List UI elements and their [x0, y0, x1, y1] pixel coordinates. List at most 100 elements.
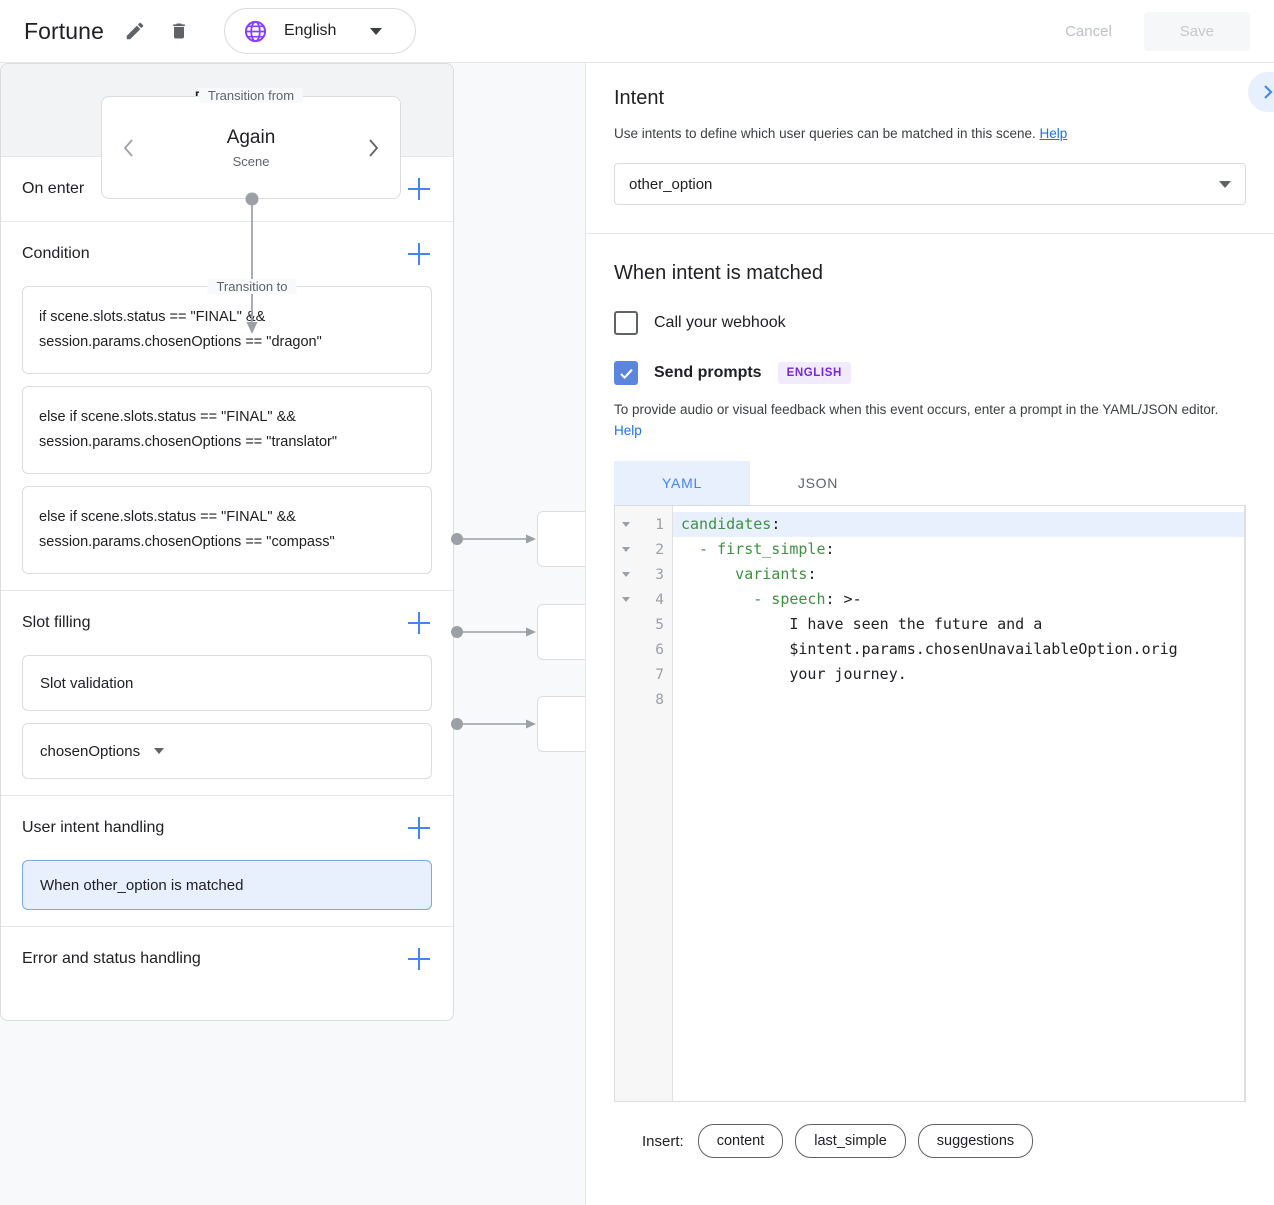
delete-scene-button[interactable]: [162, 14, 196, 48]
code-line: candidates:: [673, 512, 1245, 537]
transition-from-type: Scene: [232, 153, 270, 169]
code-line: your journey.: [673, 662, 1245, 687]
line-number: 3: [655, 566, 664, 583]
add-intent-handler-button[interactable]: [406, 815, 432, 841]
page-title: Fortune: [24, 17, 104, 44]
condition-connector-3: [451, 718, 536, 730]
condition-item[interactable]: if scene.slots.status == "FINAL" && sess…: [22, 286, 432, 374]
yaml-code-editor[interactable]: 1 2 3 4 5 6 7 8 candidates: - first_simp…: [614, 505, 1246, 1102]
code-rest: :: [807, 565, 817, 583]
insert-chip-content[interactable]: content: [697, 1124, 784, 1158]
line-number: 7: [655, 666, 664, 683]
previous-scene-button[interactable]: [116, 135, 142, 161]
section-error-status-handling: Error and status handling: [1, 927, 453, 991]
chevron-down-icon: [1219, 180, 1231, 188]
section-title-user-intent-handling: User intent handling: [22, 819, 165, 836]
gutter-row: 3: [615, 562, 672, 587]
intent-handler-item-selected[interactable]: When other_option is matched: [22, 860, 432, 910]
fold-caret-icon[interactable]: [622, 597, 630, 602]
code-key: variants: [681, 565, 808, 583]
editor-format-tabs: YAML JSON: [614, 461, 1246, 505]
condition-item[interactable]: else if scene.slots.status == "FINAL" &&…: [22, 486, 432, 574]
chevron-down-icon: [370, 27, 383, 35]
condition-line-2: session.params.chosenOptions == "dragon": [39, 334, 322, 350]
panel-divider: [585, 63, 586, 1205]
add-condition-button[interactable]: [406, 241, 432, 267]
condition-line-2: session.params.chosenOptions == "compass…: [39, 534, 335, 550]
transition-connector: [245, 192, 259, 334]
add-error-handler-button[interactable]: [406, 946, 432, 972]
fold-caret-icon[interactable]: [622, 547, 630, 552]
condition-line-1: else if scene.slots.status == "FINAL" &&: [39, 409, 296, 425]
edit-name-button[interactable]: [118, 14, 152, 48]
intent-help-link[interactable]: Help: [1039, 126, 1068, 141]
condition-item[interactable]: else if scene.slots.status == "FINAL" &&…: [22, 386, 432, 474]
gutter-row: 7: [615, 662, 672, 687]
code-rest: : >-: [825, 590, 862, 608]
prompt-help-link[interactable]: Help: [614, 423, 642, 438]
webhook-row: Call your webhook: [614, 311, 1246, 335]
condition-target-card[interactable]: [537, 511, 585, 567]
tab-json[interactable]: JSON: [797, 475, 839, 491]
section-title-on-enter: On enter: [22, 180, 85, 197]
fold-caret-icon[interactable]: [622, 522, 630, 527]
intent-select[interactable]: other_option: [614, 163, 1246, 205]
send-prompts-label: Send prompts: [654, 364, 762, 381]
condition-list: if scene.slots.status == "FINAL" && sess…: [1, 286, 453, 590]
condition-line-2: session.params.chosenOptions == "transla…: [39, 434, 338, 450]
condition-target-card[interactable]: [537, 604, 585, 660]
code-line: I have seen the future and a: [673, 612, 1245, 637]
editor-code-area[interactable]: candidates: - first_simple: variants: - …: [673, 506, 1245, 1101]
condition-connector-1: [451, 533, 536, 545]
slot-validation-item[interactable]: Slot validation: [22, 655, 432, 711]
editor-vertical-scrollbar[interactable]: [1244, 506, 1245, 1101]
language-label: English: [283, 22, 337, 39]
transition-from-card[interactable]: Transition from Again Scene: [101, 88, 401, 199]
language-select[interactable]: English: [223, 8, 416, 54]
language-badge: ENGLISH: [777, 362, 851, 384]
gutter-row: 8: [615, 687, 672, 712]
save-button[interactable]: Save: [1143, 11, 1250, 51]
section-slot-filling: Slot filling Slot validation chosenOptio…: [1, 591, 453, 796]
insert-label: Insert:: [642, 1132, 684, 1150]
gutter-row: 4: [615, 587, 672, 612]
code-key: - first_simple: [681, 540, 826, 558]
code-key: - speech: [681, 590, 826, 608]
insert-chips-row: Insert: content last_simple suggestions: [614, 1102, 1246, 1158]
chevron-right-icon: [369, 138, 379, 157]
gutter-row: 2: [615, 537, 672, 562]
insert-chip-last-simple[interactable]: last_simple: [795, 1124, 906, 1158]
section-title-error-status-handling: Error and status handling: [22, 950, 201, 967]
condition-target-card[interactable]: [537, 696, 585, 752]
section-title-condition: Condition: [22, 245, 90, 262]
cancel-button[interactable]: Cancel: [1043, 13, 1134, 50]
line-number: 8: [655, 691, 664, 708]
slot-filling-list: Slot validation chosenOptions: [1, 655, 453, 795]
slot-validation-label: Slot validation: [40, 674, 134, 692]
condition-connector-2: [451, 626, 536, 638]
slot-dropdown[interactable]: chosenOptions: [22, 723, 432, 779]
chevron-down-icon: [154, 748, 165, 754]
intent-description-text: Use intents to define which user queries…: [614, 126, 1036, 141]
call-webhook-checkbox[interactable]: [614, 311, 638, 335]
section-title-slot-filling: Slot filling: [22, 614, 91, 631]
expand-panel-button[interactable]: [1248, 72, 1274, 112]
section-condition: Condition if scene.slots.status == "FINA…: [1, 222, 453, 591]
send-prompts-checkbox[interactable]: [614, 361, 638, 385]
intent-description: Use intents to define which user queries…: [614, 126, 1246, 141]
condition-line-1: else if scene.slots.status == "FINAL" &&: [39, 509, 296, 525]
code-line: - first_simple:: [673, 537, 1245, 562]
globe-icon: [243, 19, 268, 44]
next-scene-button[interactable]: [360, 135, 386, 161]
insert-chip-suggestions[interactable]: suggestions: [917, 1124, 1034, 1158]
line-number: 2: [655, 541, 664, 558]
code-line: - speech: >-: [673, 587, 1245, 612]
line-number: 1: [655, 516, 664, 533]
line-number: 6: [655, 641, 664, 658]
tab-yaml[interactable]: YAML: [614, 461, 750, 505]
fold-caret-icon[interactable]: [622, 572, 630, 577]
code-rest: I have seen the future and a: [681, 615, 1043, 633]
code-line: variants:: [673, 562, 1245, 587]
add-on-enter-button[interactable]: [406, 176, 432, 202]
add-slot-button[interactable]: [406, 610, 432, 636]
